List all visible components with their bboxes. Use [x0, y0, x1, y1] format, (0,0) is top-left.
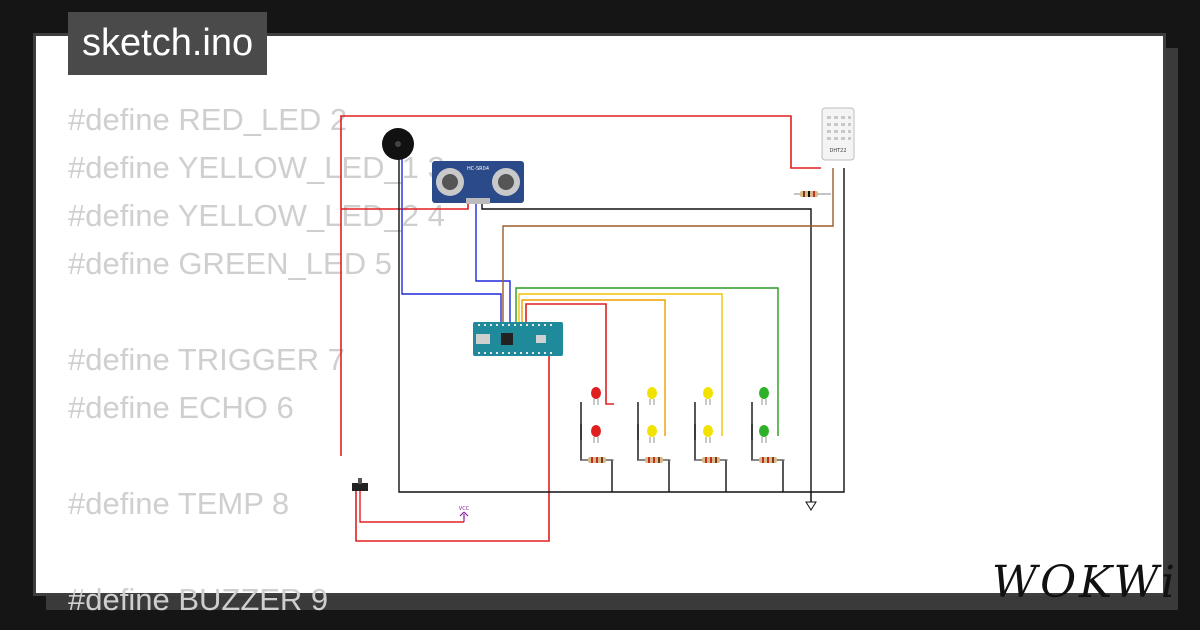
red-wire-vcc	[355, 356, 550, 542]
code-line: #define BUZZER 9	[68, 582, 329, 617]
code-preview: #define RED_LED 2 #define YELLOW_LED_1 3…	[68, 96, 445, 624]
led-yellow-4	[703, 425, 713, 443]
code-line: #define TEMP 8	[68, 486, 290, 521]
ultrasonic-sensor-icon: HC-SR04	[432, 161, 524, 204]
led-yellow-2	[647, 425, 657, 443]
led-resistors	[581, 457, 785, 463]
vcc-icon: VCC	[459, 506, 470, 522]
project-card[interactable]: #define RED_LED 2 #define YELLOW_LED_1 3…	[33, 33, 1166, 617]
ground-wire-sonar	[481, 201, 812, 506]
code-line: #define GREEN_LED 5	[68, 246, 392, 281]
dht-sensor-icon: DHT22	[821, 107, 855, 161]
code-line: #define RED_LED 2	[68, 102, 348, 137]
resistor-3	[695, 457, 728, 463]
led-yellow-1	[647, 387, 657, 405]
ultrasonic-label: HC-SR04	[467, 166, 489, 172]
code-line: #define YELLOW_LED_2 4	[68, 198, 445, 233]
led-green-1	[759, 387, 769, 405]
vcc-label: VCC	[459, 506, 470, 512]
yellow-wire	[518, 293, 723, 436]
red-wire-d2	[525, 303, 614, 405]
code-line: #define YELLOW_LED_1 3	[68, 150, 445, 185]
dht-label: DHT22	[829, 148, 846, 154]
resistor-2	[638, 457, 671, 463]
blue-wires	[401, 146, 511, 323]
resistor-icon	[794, 191, 831, 197]
resistor-4	[752, 457, 785, 463]
arduino-nano-icon	[473, 322, 563, 356]
led-yellow-3	[703, 387, 713, 405]
orange-wire	[521, 299, 666, 436]
code-line: #define ECHO 6	[68, 390, 294, 425]
led-red-2	[591, 425, 601, 443]
code-line: #define TRIGGER 7	[68, 342, 345, 377]
led-red-1	[591, 387, 601, 405]
ground-wire-main	[398, 146, 845, 493]
red-wires	[340, 115, 821, 542]
ground-wires	[398, 146, 845, 506]
slide-switch-icon	[352, 478, 368, 491]
green-wire	[515, 287, 779, 436]
resistor-1	[581, 457, 614, 463]
file-tab: sketch.ino	[68, 12, 268, 75]
red-wire-switch-vcc	[359, 491, 464, 523]
led-green-2	[759, 425, 769, 443]
led-icon	[591, 387, 769, 443]
ground-icon	[805, 492, 817, 511]
red-wire-top	[340, 115, 821, 456]
wokwi-logo: WOKWi	[991, 557, 1178, 608]
brown-wire	[502, 168, 834, 323]
circuit-diagram: HC-SR04 DHT22	[340, 107, 855, 542]
buzzer-icon	[382, 128, 414, 160]
